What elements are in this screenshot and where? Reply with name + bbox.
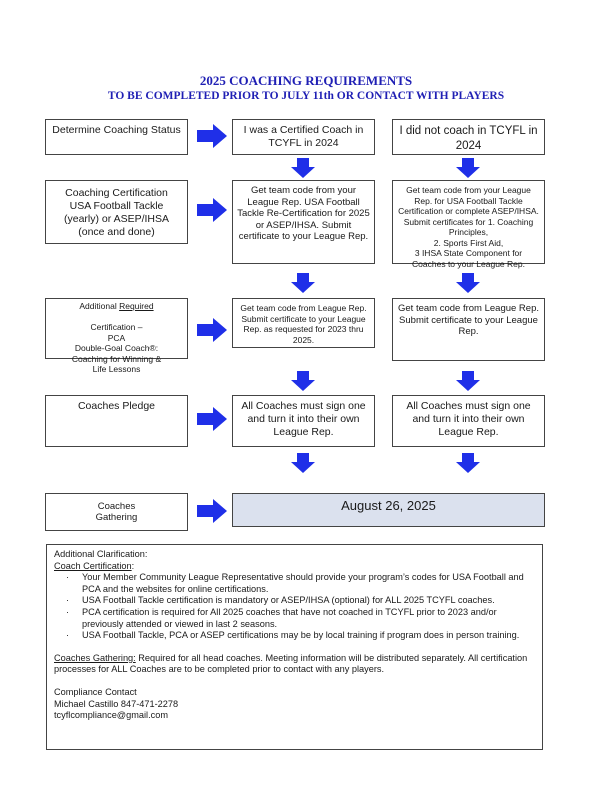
certification-label: Coaching Certification USA Football Tack… xyxy=(63,187,170,238)
status-certified-box: I was a Certified Coach in TCYFL in 2024 xyxy=(232,119,375,155)
arrow-right-icon xyxy=(197,124,227,148)
arrow-right-icon xyxy=(197,198,227,222)
status-not-certified-box: I did not coach in TCYFL in 2024 xyxy=(392,119,545,155)
list-item: USA Football Tackle certification is man… xyxy=(54,595,535,607)
contact-heading: Compliance Contact xyxy=(54,686,137,697)
certification-certified-box: Get team code from your League Rep. USA … xyxy=(232,180,375,264)
additional-label: Additional Required Certification – PCA … xyxy=(71,301,162,374)
arrow-down-icon xyxy=(456,158,480,178)
gathering-label: Coaches Gathering xyxy=(95,500,138,524)
list-item: USA Football Tackle, PCA or ASEP certifi… xyxy=(54,630,535,642)
arrow-down-icon xyxy=(456,453,480,473)
status-certified-text: I was a Certified Coach in TCYFL in 2024 xyxy=(243,124,364,149)
additional-label-box: Additional Required Certification – PCA … xyxy=(45,298,188,374)
additional-not-certified-box: Get team code from League Rep. Submit ce… xyxy=(392,298,545,361)
arrow-right-icon xyxy=(197,499,227,523)
gathering-date-box: August 26, 2025 xyxy=(232,493,545,527)
arrow-down-icon xyxy=(291,371,315,391)
status-not-certified-text: I did not coach in TCYFL in 2024 xyxy=(399,125,538,152)
pledge-not-certified-text: All Coaches must sign one and turn it in… xyxy=(406,400,531,438)
contact-name-phone: Michael Castillo 847-471-2278 xyxy=(54,698,179,709)
gathering-note: Coaches Gathering: Required for all head… xyxy=(54,653,535,676)
certification-not-certified-box: Get team code from your League Rep. for … xyxy=(392,180,545,269)
pledge-certified-text: All Coaches must sign one and turn it in… xyxy=(241,400,366,438)
additional-not-certified-text: Get team code from League Rep. Submit ce… xyxy=(398,303,539,337)
additional-certified-box: Get team code from League Rep. Submit ce… xyxy=(232,298,375,348)
certification-not-certified-text: Get team code from your League Rep. for … xyxy=(398,185,539,269)
page-title: 2025 COACHING REQUIREMENTS xyxy=(199,73,413,88)
list-item: Your Member Community League Representat… xyxy=(54,572,535,595)
arrow-down-icon xyxy=(456,371,480,391)
gathering-date: August 26, 2025 xyxy=(341,498,436,513)
certification-certified-text: Get team code from your League Rep. USA … xyxy=(237,185,370,242)
gathering-label-box: Coaches Gathering xyxy=(45,493,188,531)
clarification-box: Additional Clarification: Coach Certific… xyxy=(46,544,543,750)
contact-email: tcyflcompliance@gmail.com xyxy=(54,710,168,721)
certification-label-box: Coaching Certification USA Football Tack… xyxy=(45,180,188,244)
clarification-heading: Additional Clarification: xyxy=(54,549,148,559)
status-label-box: Determine Coaching Status xyxy=(45,119,188,155)
page-subtitle: TO BE COMPLETED PRIOR TO JULY 11th OR CO… xyxy=(107,90,505,102)
coach-certification-heading: Coach Certification: xyxy=(54,560,135,571)
gathering-note-text: Required for all head coaches. Meeting i… xyxy=(54,652,528,675)
pledge-not-certified-box: All Coaches must sign one and turn it in… xyxy=(392,395,545,447)
arrow-down-icon xyxy=(291,453,315,473)
arrow-down-icon xyxy=(291,273,315,293)
arrow-down-icon xyxy=(291,158,315,178)
arrow-down-icon xyxy=(456,273,480,293)
pledge-label-box: Coaches Pledge xyxy=(45,395,188,447)
gathering-note-heading: Coaches Gathering: xyxy=(54,652,136,663)
certification-notes-list: Your Member Community League Representat… xyxy=(54,572,535,642)
arrow-right-icon xyxy=(197,318,227,342)
pledge-certified-box: All Coaches must sign one and turn it in… xyxy=(232,395,375,447)
list-item: PCA certification is required for All 20… xyxy=(54,607,535,630)
pledge-label: Coaches Pledge xyxy=(77,400,156,412)
additional-certified-text: Get team code from League Rep. Submit ce… xyxy=(240,303,367,345)
status-label: Determine Coaching Status xyxy=(52,124,181,136)
arrow-right-icon xyxy=(197,407,227,431)
